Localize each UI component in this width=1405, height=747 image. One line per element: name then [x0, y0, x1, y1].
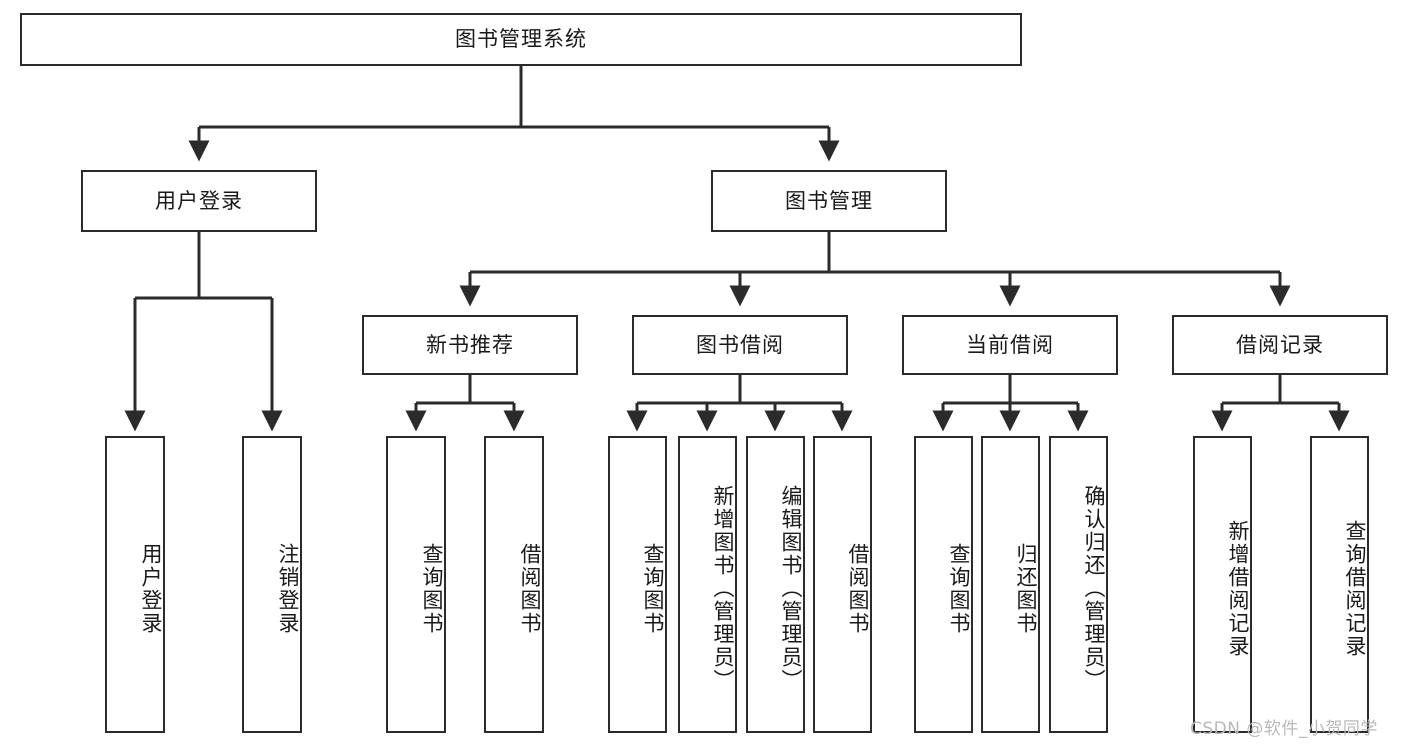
- node-label: 借阅图书: [846, 542, 870, 635]
- node-label: 新增图书（管理员）: [711, 485, 735, 692]
- node-label: 图书管理: [785, 188, 873, 213]
- leaf-query-books-recommend[interactable]: 查询图书: [386, 436, 446, 733]
- csdn-watermark: CSDN @软件_小贺同学: [1190, 719, 1378, 739]
- node-label: 图书借阅: [696, 332, 784, 357]
- leaf-edit-book-admin[interactable]: 编辑图书（管理员）: [746, 436, 805, 733]
- leaf-add-borrow-record[interactable]: 新增借阅记录: [1193, 436, 1252, 733]
- node-label: 借阅记录: [1236, 332, 1324, 357]
- node-book-management[interactable]: 图书管理: [711, 170, 947, 232]
- node-label: 新书推荐: [426, 332, 514, 357]
- node-label: 确认归还（管理员）: [1082, 485, 1106, 692]
- node-label: 借阅图书: [518, 542, 542, 635]
- node-label: 用户登录: [155, 188, 243, 213]
- node-label: 用户登录: [139, 542, 163, 635]
- node-label: 注销登录: [276, 542, 300, 635]
- node-root-book-management-system[interactable]: 图书管理系统: [20, 13, 1022, 66]
- leaf-query-books-current[interactable]: 查询图书: [914, 436, 973, 733]
- node-label: 新增借阅记录: [1226, 519, 1250, 658]
- node-user-login[interactable]: 用户登录: [81, 170, 317, 232]
- node-current-borrowing[interactable]: 当前借阅: [902, 315, 1118, 375]
- leaf-query-borrow-record[interactable]: 查询借阅记录: [1310, 436, 1369, 733]
- node-label: 当前借阅: [966, 332, 1054, 357]
- node-label: 查询图书: [947, 542, 971, 635]
- node-label: 查询图书: [641, 542, 665, 635]
- leaf-borrow-book[interactable]: 借阅图书: [813, 436, 872, 733]
- node-label: 编辑图书（管理员）: [779, 485, 803, 692]
- leaf-logout[interactable]: 注销登录: [242, 436, 302, 733]
- leaf-borrow-books-recommend[interactable]: 借阅图书: [484, 436, 544, 733]
- leaf-confirm-return-admin[interactable]: 确认归还（管理员）: [1049, 436, 1108, 733]
- leaf-user-login[interactable]: 用户登录: [105, 436, 165, 733]
- node-label: 归还图书: [1014, 542, 1038, 635]
- node-book-borrowing[interactable]: 图书借阅: [632, 315, 848, 375]
- node-label: 查询图书: [420, 542, 444, 635]
- node-label: 图书管理系统: [455, 27, 587, 52]
- node-label: 查询借阅记录: [1343, 519, 1367, 658]
- leaf-query-books-borrow[interactable]: 查询图书: [608, 436, 667, 733]
- leaf-return-book[interactable]: 归还图书: [981, 436, 1040, 733]
- node-new-book-recommendation[interactable]: 新书推荐: [362, 315, 578, 375]
- node-borrow-records[interactable]: 借阅记录: [1172, 315, 1388, 375]
- leaf-add-book-admin[interactable]: 新增图书（管理员）: [678, 436, 737, 733]
